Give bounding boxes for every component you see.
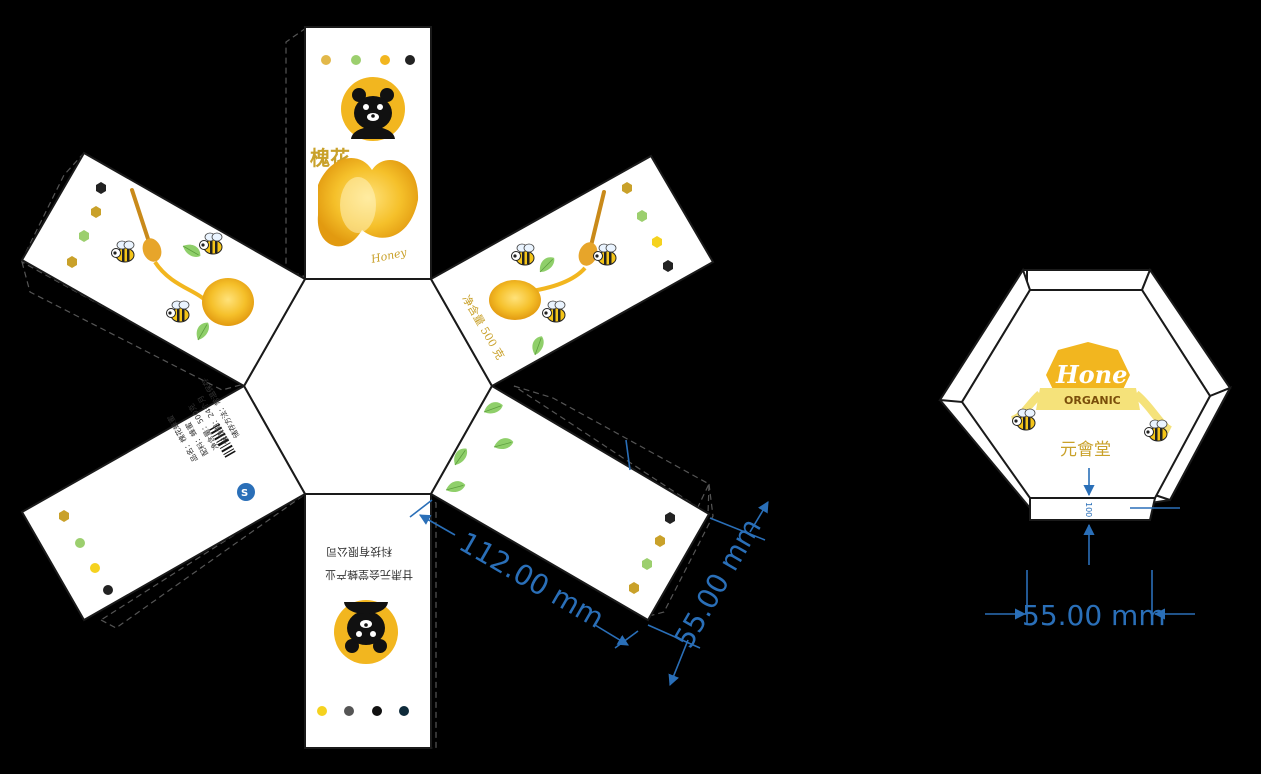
right-lid: Honey ORGANIC 元會堂 100 55.00 mm (938, 267, 1233, 632)
dot-icon (372, 706, 382, 716)
lower-right-panel-art (444, 399, 675, 594)
hex-dot-icon (91, 206, 101, 218)
hex-dimension-label: 55.00 mm (1022, 599, 1166, 632)
inner-dim-label: 100 (1084, 502, 1093, 517)
ribbon-word: ORGANIC (1064, 394, 1121, 407)
upper-left-panel-art (67, 182, 254, 343)
company-name-2: 科技有限公司 (326, 545, 392, 559)
bottom-panel-art: 甘肃元会堂蜂产业 科技有限公司 (317, 545, 413, 716)
honey-organic-badge: Honey ORGANIC 元會堂 (1010, 342, 1173, 460)
panel-upper-right (429, 154, 715, 388)
svg-text:S: S (241, 488, 248, 499)
hex-dot-icon (665, 512, 675, 524)
company-name: 甘肃元会堂蜂产业 (325, 568, 413, 582)
honey-dipper-icon (588, 190, 606, 252)
hex-dot-icon (663, 260, 673, 272)
dot-icon (344, 706, 354, 716)
honey-puddle-icon (202, 278, 254, 326)
hex-dot-icon (67, 256, 77, 268)
hex-dot-icon (59, 510, 69, 522)
dot-icon (380, 55, 390, 65)
top-panel-art: 槐花 Honey (309, 55, 419, 266)
hex-dot-icon (96, 182, 106, 194)
hex-dot-icon (637, 210, 647, 222)
dot-icon (75, 538, 85, 548)
dot-icon (399, 706, 409, 716)
dot-icon (90, 563, 100, 573)
honey-puddle-icon (489, 280, 541, 320)
panel-lower-left (20, 384, 307, 622)
dot-icon (405, 55, 415, 65)
dot-icon (321, 55, 331, 65)
hex-dot-icon (655, 535, 665, 547)
badge-word: Honey (1055, 360, 1143, 389)
organic-ribbon (1036, 388, 1140, 410)
dot-icon (103, 585, 113, 595)
qs-mark-icon (237, 483, 255, 501)
bear-logo-icon (341, 77, 405, 141)
dimension-hex: 55.00 mm (985, 570, 1195, 632)
hex-dot-icon (652, 236, 662, 248)
dot-icon (317, 706, 327, 716)
bear-logo-icon (334, 600, 398, 664)
brand-name: 元會堂 (1060, 440, 1111, 460)
tick-mark (625, 439, 631, 471)
lid-flap-top (1026, 269, 1152, 291)
hex-dot-icon (642, 558, 652, 570)
hex-dot-icon (79, 230, 89, 242)
dot-icon (351, 55, 361, 65)
left-dieline: 槐花 Honey (20, 26, 769, 749)
hex-dot-icon (622, 182, 632, 194)
barcode-icon (206, 420, 238, 460)
panel-upper-left (20, 151, 307, 388)
hex-dot-icon (629, 582, 639, 594)
honey-dipper-icon (130, 188, 152, 247)
